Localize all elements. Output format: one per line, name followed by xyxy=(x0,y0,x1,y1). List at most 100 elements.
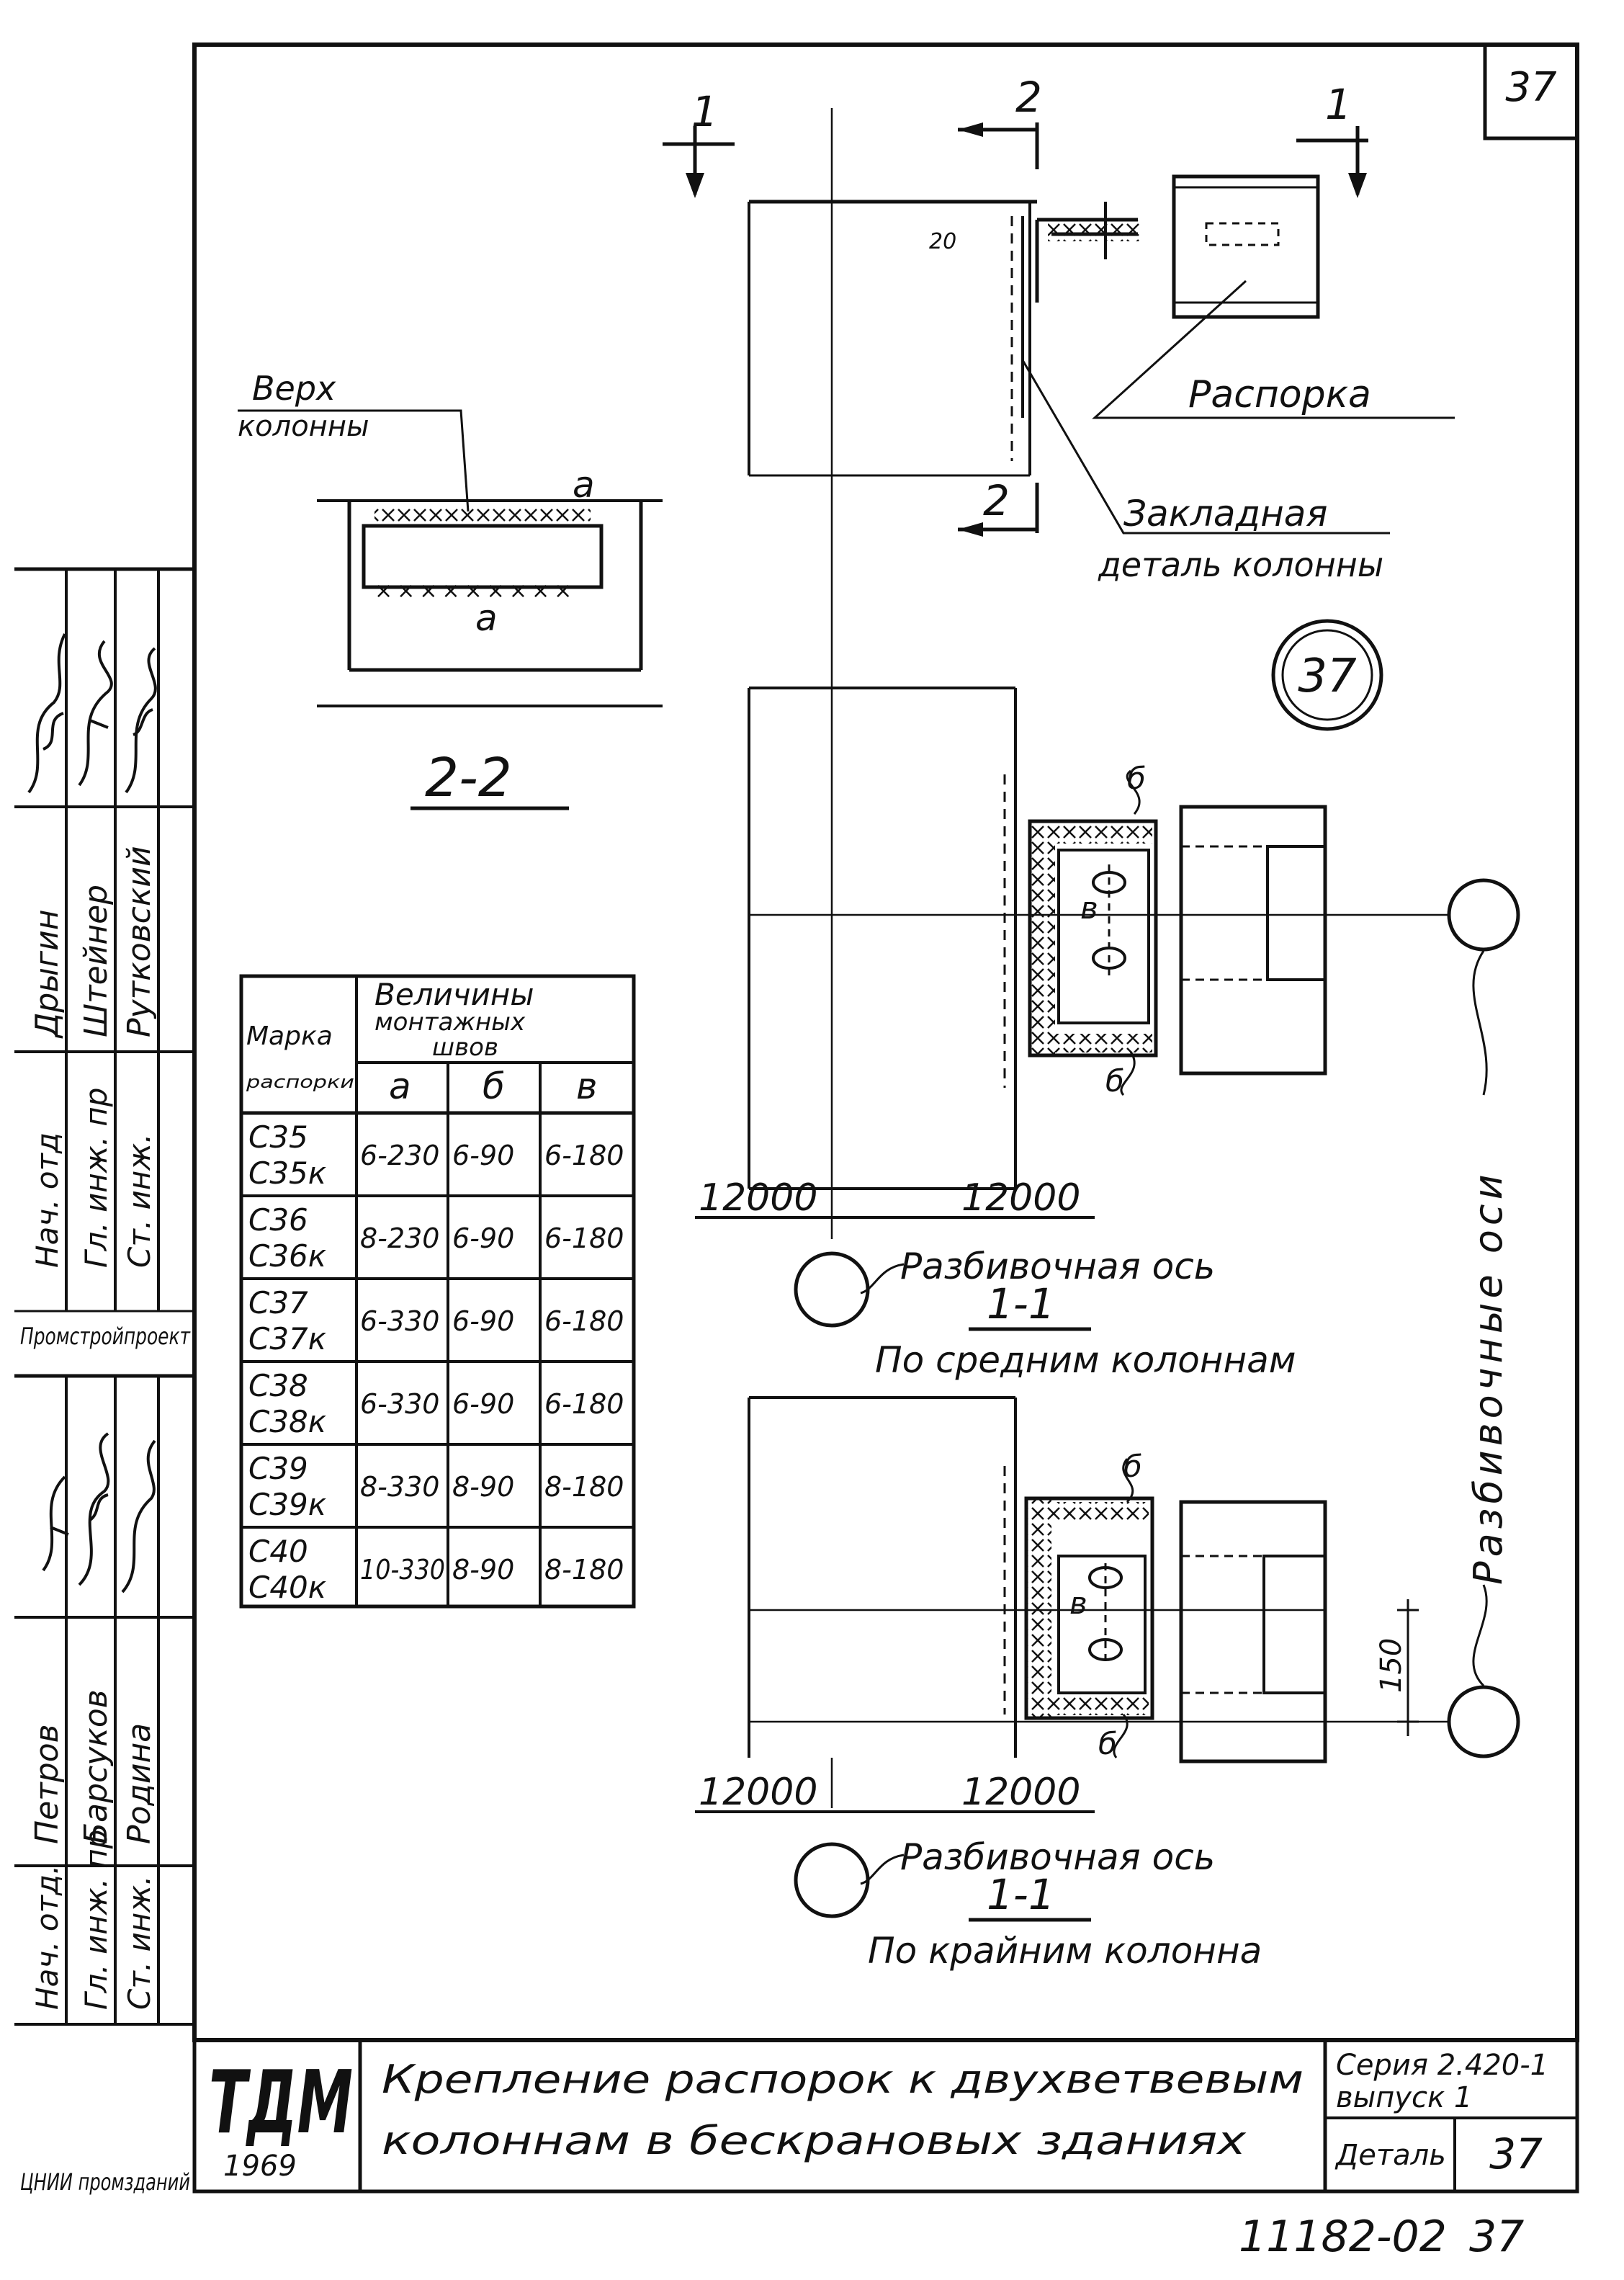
signature-scribble-lower xyxy=(42,1432,156,1593)
cut-2-bottom: 2 xyxy=(983,476,1010,525)
table-row-mark-1: С39 xyxy=(248,1451,308,1486)
svg-text:×××××××××: ××××××××× xyxy=(374,578,576,604)
stamp-role-1: Нач. отд xyxy=(30,1132,65,1268)
stamp-role-2: Гл. инж. пр xyxy=(78,1088,114,1268)
title-line-1: Крепление распорок к двухветвевым xyxy=(382,2057,1304,2102)
cut-1-right: 1 xyxy=(1325,80,1352,129)
table-row-mark-1: С37 xyxy=(248,1285,308,1320)
series-line-1: Серия 2.420-1 xyxy=(1336,2049,1548,2082)
axis-label-middle: Разбивочная ось xyxy=(900,1246,1215,1287)
weld-b-top-middle: б xyxy=(1127,761,1146,796)
dim-left-middle: 12000 xyxy=(699,1176,817,1220)
dim-right-edge: 12000 xyxy=(961,1771,1080,1814)
table-cell-v: 6-180 xyxy=(544,1388,624,1420)
table-head-values-2: монтажных xyxy=(374,1008,526,1037)
table-row-mark-2: С39к xyxy=(248,1487,327,1522)
stamp-role-5: Гл. инж. пр xyxy=(78,1830,114,2010)
table-cell-a: 8-330 xyxy=(360,1471,439,1503)
detail-label: Деталь xyxy=(1334,2139,1446,2172)
stamp-role-4: Нач. отд. xyxy=(30,1865,65,2010)
table-cell-a: 6-330 xyxy=(360,1305,439,1337)
table-sub-b: б xyxy=(483,1065,505,1107)
embedded-label-2: деталь колонны xyxy=(1098,545,1383,584)
table-row-mark-1: С38 xyxy=(248,1368,308,1403)
table-head-values-1: Величины xyxy=(374,977,534,1012)
org-logo: ТДМ xyxy=(209,2053,353,2153)
table-sub-v: в xyxy=(576,1065,597,1107)
table-head-mark-2: распорки xyxy=(246,1072,354,1092)
spacer-label: Распорка xyxy=(1188,373,1371,416)
drawing-frame: 37 xyxy=(192,43,1579,2042)
table-cell-b: 6-90 xyxy=(452,1305,514,1337)
stamp-name-5: Барсуков xyxy=(78,1689,115,1844)
weld-v-edge: в xyxy=(1069,1586,1087,1621)
table-row-mark-1: С36 xyxy=(248,1202,308,1238)
table-head-mark-1: Марка xyxy=(246,1021,333,1051)
stamp-name-3: Рутковский xyxy=(121,846,158,1037)
dim-right-middle: 12000 xyxy=(961,1176,1080,1220)
page-number: 37 xyxy=(1505,64,1557,111)
plan-view: 20 1 1 2 2 Распорка Закладная деталь кол… xyxy=(663,73,1455,1239)
weld-label-a-top: a xyxy=(573,464,595,506)
caption-edge: По крайним колонна xyxy=(868,1930,1262,1972)
table-cell-b: 6-90 xyxy=(452,1222,514,1254)
weld-b-top-edge: б xyxy=(1123,1449,1142,1484)
table-cell-v: 6-180 xyxy=(544,1140,624,1171)
table-row-mark-1: С35 xyxy=(248,1119,308,1155)
signature-scribble-upper xyxy=(27,633,157,794)
table-cell-b: 6-90 xyxy=(452,1140,514,1171)
stamp-org-lower: ЦНИИ промзданий xyxy=(20,2168,190,2196)
cut-1-left: 1 xyxy=(691,87,718,136)
section-mark-middle: 1-1 xyxy=(987,1279,1055,1328)
cut-2-top: 2 xyxy=(1015,73,1042,122)
axes-leader: Разбивочные оси xyxy=(1466,950,1511,1687)
section-label-top-1: Верх xyxy=(252,369,336,408)
table-cell-a: 10-330 xyxy=(360,1554,445,1586)
table-row-mark-2: С38к xyxy=(248,1404,327,1439)
title-block: ТДМ 1969 Крепление распорок к двухветвев… xyxy=(192,2038,1579,2194)
table-cell-v: 8-180 xyxy=(544,1471,624,1503)
table-cell-v: 6-180 xyxy=(544,1222,624,1254)
section-2-2-title: 2-2 xyxy=(425,747,512,809)
stamp-name-2: Штейнер xyxy=(78,885,115,1037)
weld-label-a-bottom: a xyxy=(475,597,498,639)
table-sub-a: a xyxy=(389,1065,411,1107)
stamp-org-upper: Промстройпроект xyxy=(20,1323,191,1350)
footer-number: 11182-02 xyxy=(1239,2212,1447,2262)
footer-page: 37 xyxy=(1469,2212,1524,2262)
view-middle-columns: б б в 12000 12000 Разбивочная ось 1-1 По… xyxy=(695,687,1520,1381)
caption-middle: По средним колоннам xyxy=(875,1339,1296,1381)
table-cell-b: 8-90 xyxy=(452,1554,514,1586)
axis-label-edge: Разбивочная ось xyxy=(900,1836,1215,1878)
table-cell-a: 6-230 xyxy=(360,1140,439,1171)
table-row-mark-2: С37к xyxy=(248,1321,327,1356)
axes-label: Разбивочные оси xyxy=(1466,1170,1511,1585)
table-row-mark-2: С35к xyxy=(248,1155,327,1191)
side-stamp: Нач. отд Гл. инж. пр Ст. инж. Дрыгин Ште… xyxy=(14,567,194,2196)
section-2-2: ××××××××× Верх колонны a a 2-2 xyxy=(238,369,663,810)
table-cell-a: 6-330 xyxy=(360,1388,439,1420)
dim-left-edge: 12000 xyxy=(699,1771,817,1814)
weld-b-bottom-edge: б xyxy=(1098,1726,1117,1761)
view-edge-columns: 150 б б в 12000 12000 Разбивочная ось 1-… xyxy=(695,1396,1520,1972)
section-mark-edge: 1-1 xyxy=(987,1870,1055,1919)
table-row-mark-1: С40 xyxy=(248,1534,308,1569)
table-row-mark-2: С40к xyxy=(248,1570,327,1605)
dim-150: 150 xyxy=(1375,1638,1408,1693)
dim-20: 20 xyxy=(929,229,956,254)
stamp-role-6: Ст. инж. xyxy=(122,1876,157,2010)
detail-number: 37 xyxy=(1489,2129,1543,2178)
year: 1969 xyxy=(223,2150,297,2183)
weld-v-middle: в xyxy=(1080,890,1098,926)
stamp-name-6: Родина xyxy=(121,1723,158,1844)
weld-b-bottom-middle: б xyxy=(1105,1063,1124,1099)
table-cell-v: 6-180 xyxy=(544,1305,624,1337)
detail-circle-number: 37 xyxy=(1298,650,1357,703)
title-line-2: колоннам в бескрановых зданиях xyxy=(382,2118,1247,2163)
embedded-label-1: Закладная xyxy=(1123,493,1327,535)
stamp-name-1: Дрыгин xyxy=(29,909,66,1039)
stamp-role-3: Ст. инж. xyxy=(122,1134,157,1268)
table-row-mark-2: С36к xyxy=(248,1238,327,1274)
table-cell-v: 8-180 xyxy=(544,1554,624,1586)
table-cell-b: 6-90 xyxy=(452,1388,514,1420)
